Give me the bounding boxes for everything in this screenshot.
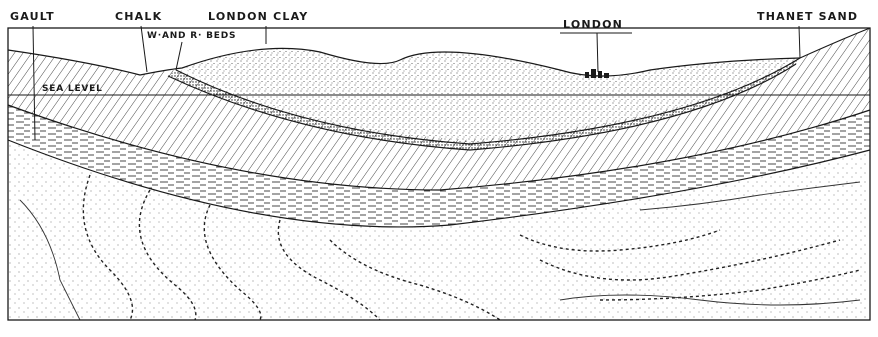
chalk-label: CHALK	[115, 10, 162, 23]
thanet-leader	[799, 26, 800, 58]
london-leader	[597, 33, 598, 72]
w-r-beds-leader	[176, 42, 182, 70]
thanet-sand-label: THANET SAND	[757, 10, 858, 23]
sea-level-label: SEA LEVEL	[42, 84, 103, 94]
london-label: LONDON	[563, 18, 623, 31]
london-clay-label: LONDON CLAY	[208, 10, 308, 23]
gault-label: GAULT	[10, 10, 55, 23]
w-and-r-beds-label: W·AND R· BEDS	[147, 31, 236, 41]
